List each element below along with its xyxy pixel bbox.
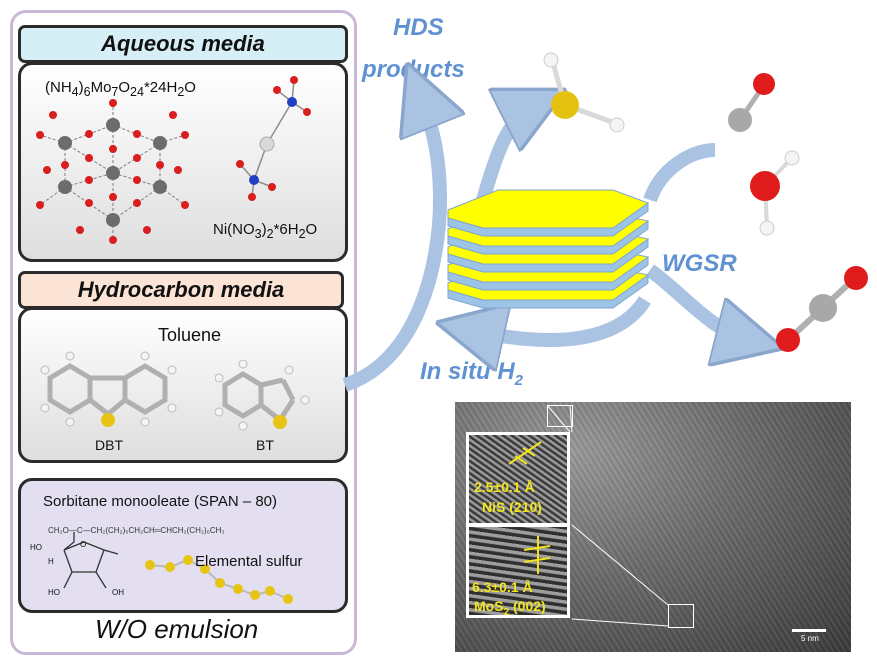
- reaction-arrows: [342, 0, 877, 392]
- nis-spacing-label: 2.5±0.1 Å: [474, 479, 535, 495]
- mos2-spacing-marker: [523, 536, 551, 574]
- wgsr-label: WGSR: [662, 250, 737, 277]
- aqueous-header-text: Aqueous media: [101, 31, 265, 56]
- hydrocarbon-media-header: Hydrocarbon media: [18, 271, 344, 309]
- co2-molecule: [776, 266, 868, 352]
- wo-emulsion-label: W/O emulsion: [95, 614, 259, 644]
- nis-plane-label: NiS (210): [482, 499, 542, 515]
- ho-label-1: HO: [30, 543, 42, 552]
- scale-bar-label: 5 nm: [801, 634, 819, 643]
- h2s-molecule: [543, 52, 625, 133]
- aqueous-media-header: Aqueous media: [18, 25, 348, 63]
- molybdate-cluster-molecule: [36, 99, 189, 244]
- ring-oxygen-label: O: [80, 540, 87, 549]
- scale-bar: [792, 629, 826, 632]
- surfactant-panel: [18, 478, 348, 613]
- tem-roi-top: [547, 405, 573, 427]
- mos2-inset: [466, 524, 570, 618]
- ammonium-molybdate-formula: (NH4)6Mo7O24*24H2O: [45, 79, 196, 99]
- mos2-plane-label: MoS2 (002): [474, 598, 546, 618]
- ho-label-2: HO: [48, 588, 60, 597]
- hydrocarbon-header-text: Hydrocarbon media: [77, 277, 285, 302]
- h2o-molecule: [750, 150, 800, 236]
- dbt-label: DBT: [95, 437, 123, 453]
- nickel-nitrate-molecule: [236, 76, 311, 201]
- hds-label: HDS: [393, 14, 444, 41]
- co-molecule: [728, 73, 775, 132]
- elemental-sulfur-chain: [145, 555, 293, 604]
- oh-label: OH: [112, 588, 124, 597]
- catalyst-layer-stack: [447, 189, 650, 309]
- toluene-label: Toluene: [158, 325, 222, 345]
- bt-label: BT: [256, 437, 274, 453]
- nickel-nitrate-formula: Ni(NO3)2*6H2O: [213, 221, 318, 241]
- h-label: H: [48, 557, 54, 566]
- mos2-spacing-label: 6.3±0.1 Å: [472, 579, 533, 595]
- tem-roi-connectors: [546, 404, 669, 627]
- span80-label: Sorbitane monooleate (SPAN – 80): [43, 493, 278, 510]
- emulsion-frame: [10, 10, 357, 655]
- nis-spacing-marker: [508, 441, 542, 465]
- bt-molecule: [215, 360, 310, 431]
- tem-roi-bottom: [668, 604, 694, 628]
- dbt-molecule: [40, 351, 177, 427]
- sorbitan-ring: [63, 532, 119, 589]
- elemental-sulfur-label: Elemental sulfur: [195, 553, 303, 570]
- span80-chain-formula: CH₂O—C—CH₂(CH₂)₅CH₂CH═CHCH₂(CH₂)₆CH₃: [48, 526, 225, 535]
